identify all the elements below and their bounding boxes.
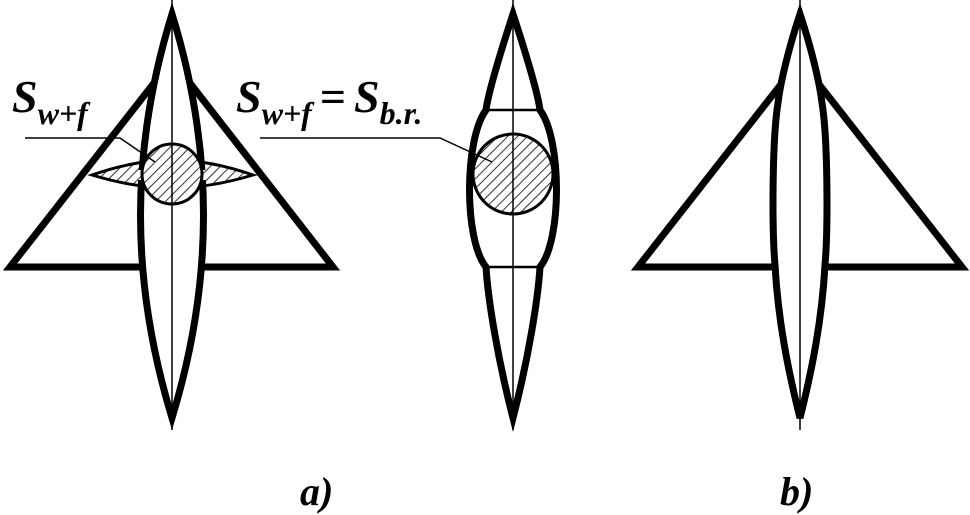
eq-lhs-sub: w+f	[262, 95, 316, 131]
eq-rhs-main: S	[354, 71, 380, 122]
leader-line-1	[25, 137, 156, 163]
label-s-main: S	[12, 71, 38, 122]
eq-rhs-sub: b.r.	[380, 95, 423, 131]
caption-b: b)	[780, 469, 813, 514]
figure-area-ruled	[630, 0, 970, 430]
figure-wing-fuselage	[2, 0, 341, 431]
leader-line-2	[260, 137, 493, 163]
eq-lhs-main: S	[236, 71, 262, 122]
caption-a: a)	[300, 469, 333, 514]
label-s-sub: w+f	[38, 95, 92, 131]
figure-equivalent-body	[260, 0, 560, 432]
label-area-equation: Sw+f=Sb.r.	[236, 71, 422, 131]
eq-sign: =	[320, 71, 346, 122]
label-s-wf-left: Sw+f	[12, 71, 91, 131]
